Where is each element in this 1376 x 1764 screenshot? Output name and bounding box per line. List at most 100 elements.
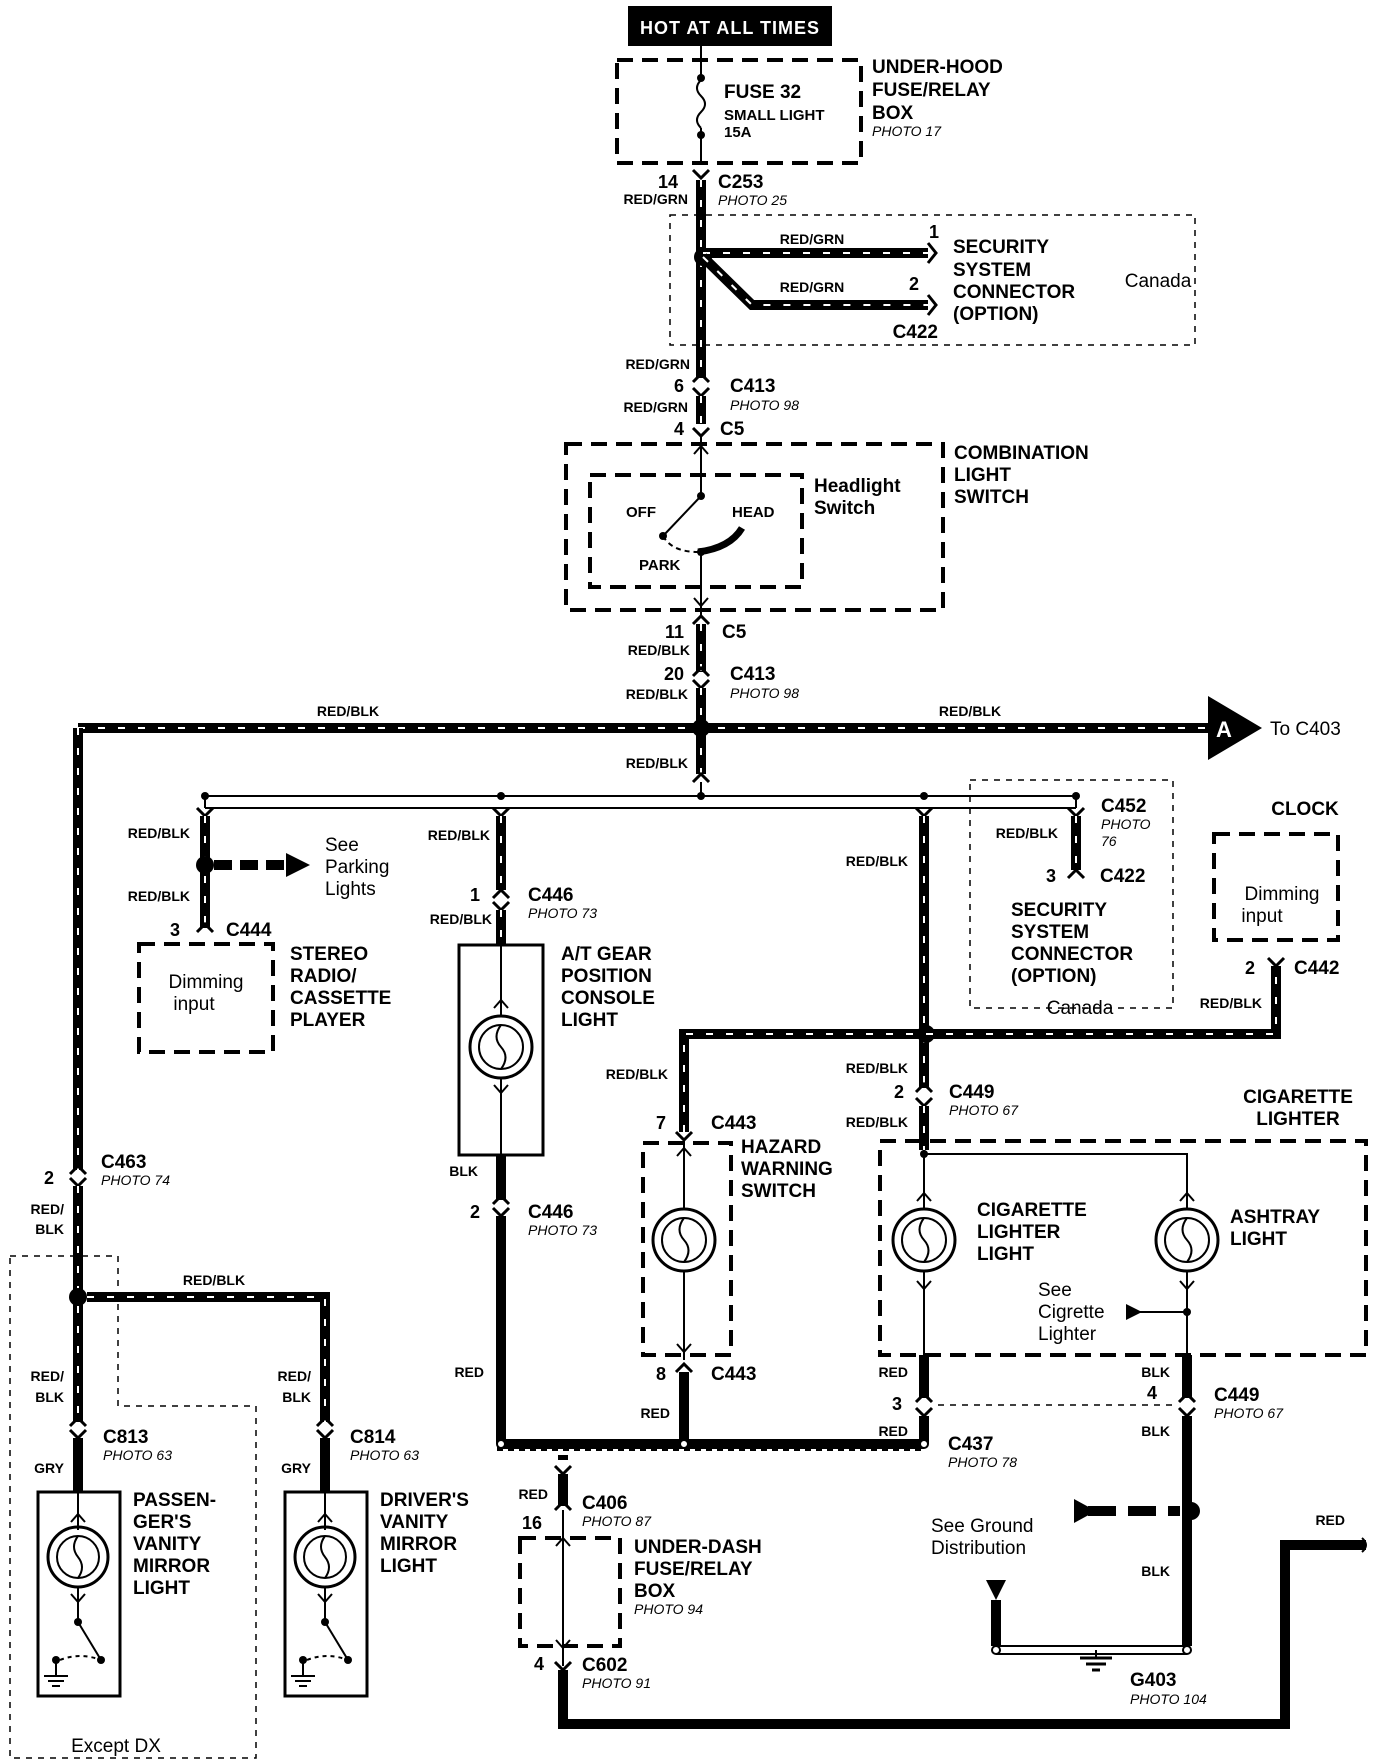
dist-node-2 — [497, 792, 505, 800]
c406-icon-bottom — [553, 1499, 573, 1512]
c446-bottom-icon-2 — [491, 1206, 511, 1219]
hazard-box — [641, 1141, 733, 1357]
at-lamp-arrow-bottom — [493, 1084, 509, 1095]
switch-arrow-up — [693, 444, 709, 455]
cig-arrow-top — [916, 1191, 932, 1202]
red-bus-node-3 — [919, 1439, 929, 1449]
switch-head-label: HEAD — [732, 504, 775, 521]
wire-red-end — [1361, 1537, 1367, 1553]
ground-wire: BLK — [1141, 1563, 1170, 1579]
c5a-icon — [691, 426, 711, 439]
fuse-box-title-1: UNDER-HOOD — [872, 57, 1003, 78]
c449a-pin: 2 — [894, 1082, 904, 1102]
c446-name-bottom: C446 — [528, 1202, 573, 1223]
security-top-region-label: Canada — [1125, 271, 1192, 292]
c602-pin: 4 — [534, 1654, 544, 1674]
stereo-see1: See — [325, 835, 359, 856]
c442-wire: RED/BLK — [1200, 995, 1262, 1011]
c449b-name: C449 — [1214, 1385, 1259, 1406]
switch-head-contact — [697, 526, 746, 556]
to-c403: To C403 — [1270, 719, 1341, 740]
c413a-icon-top — [691, 371, 711, 384]
c413b-pin: 20 — [664, 664, 684, 684]
c463-icon-top — [68, 1163, 88, 1176]
at-top-connector — [491, 806, 511, 819]
ash-arrow-bottom — [1179, 1280, 1195, 1291]
drv-t2: VANITY — [380, 1512, 449, 1533]
dist-node-3 — [697, 792, 705, 800]
drv-switch-arm — [324, 1621, 349, 1661]
bus-wire-right: RED/BLK — [939, 703, 1001, 719]
dist-node-4 — [920, 792, 928, 800]
c446-pin-top: 1 — [470, 885, 480, 905]
underdash-photo: PHOTO 94 — [634, 1601, 703, 1617]
at-t2: POSITION — [561, 966, 652, 987]
security-mid-region-label: Canada — [1047, 998, 1114, 1019]
security-pin2: 2 — [909, 274, 919, 294]
stereo-t1: STEREO — [290, 944, 368, 965]
stereo-top-connector — [195, 806, 215, 819]
c449a-icon-top — [914, 1081, 934, 1094]
ash-wire-blk: BLK — [1141, 1364, 1170, 1380]
stereo-t2: RADIO/ — [290, 966, 357, 987]
c253-name: C253 — [718, 172, 763, 193]
junction-bus — [692, 719, 710, 737]
security-top-t4: (OPTION) — [953, 304, 1039, 325]
at-lamp-arrow-top — [493, 998, 509, 1009]
c443-name-top: C443 — [711, 1113, 756, 1134]
cig-feed-wire: RED/BLK — [846, 853, 908, 869]
security-wire2: RED/GRN — [780, 279, 845, 295]
c406-name: C406 — [582, 1493, 627, 1514]
fuse-icon — [696, 79, 706, 129]
junction-stereo — [196, 856, 214, 874]
fuse-box-title-2: FUSE/RELAY — [872, 80, 991, 101]
c443-pin-bottom: 8 — [656, 1364, 666, 1384]
c413b-wire: RED/BLK — [626, 686, 688, 702]
c446-top-icon-2 — [491, 900, 511, 913]
see-ground-arrow-icon — [1074, 1499, 1096, 1523]
c437-icon-bottom — [914, 1406, 934, 1419]
c442-name: C442 — [1294, 958, 1339, 979]
security-top-conn: C422 — [893, 322, 938, 343]
security-top-t2: SYSTEM — [953, 260, 1031, 281]
stereo-t3: CASSETTE — [290, 988, 391, 1009]
underdash-arrow-top — [555, 1536, 571, 1547]
c5b-name: C5 — [722, 622, 747, 643]
c413a-wire-top: RED/GRN — [625, 356, 690, 372]
drv-arrow-top — [317, 1512, 333, 1523]
except-dx-label: Except DX — [71, 1736, 161, 1757]
c813-icon-top — [68, 1415, 88, 1428]
c449b-icon-bottom — [1177, 1406, 1197, 1419]
stereo-wire-top: RED/BLK — [128, 825, 190, 841]
cig-see2: Cigrette — [1038, 1302, 1105, 1323]
c814-icon-top — [315, 1415, 335, 1428]
pass-t1: PASSEN- — [133, 1490, 216, 1511]
ground-name: G403 — [1130, 1670, 1176, 1691]
ground-connector-icon — [986, 1580, 1006, 1600]
at-t4: LIGHT — [561, 1010, 618, 1031]
bus-wire-left: RED/BLK — [317, 703, 379, 719]
drv-wire-b: BLK — [282, 1389, 311, 1405]
ground-see1: See Ground — [931, 1516, 1033, 1537]
underdash-box — [518, 1536, 622, 1648]
drv-switch-dash — [306, 1655, 349, 1661]
c463-icon-bottom — [68, 1176, 88, 1189]
junction-mirrors — [69, 1288, 87, 1306]
ashtray-bulb-filament — [1181, 1217, 1193, 1263]
c413a-icon-bottom — [691, 386, 711, 399]
drv-wire-a: RED/ — [278, 1368, 312, 1384]
see-parking-arrow-icon — [286, 853, 310, 877]
security-mid-wire: RED/BLK — [996, 825, 1058, 841]
c406-pin: 16 — [522, 1513, 542, 1533]
c413b-icon-top — [691, 665, 711, 678]
hazard-t2: WARNING — [741, 1159, 833, 1180]
cig-l3: LIGHT — [977, 1244, 1034, 1265]
cig-wire-red: RED — [878, 1364, 908, 1380]
c413b-name: C413 — [730, 664, 775, 685]
combo-t3: SWITCH — [954, 487, 1029, 508]
c814-name: C814 — [350, 1427, 396, 1448]
c437-pin: 3 — [892, 1394, 902, 1414]
ground-photo: PHOTO 104 — [1130, 1691, 1207, 1707]
c5b-wire: RED/BLK — [628, 642, 690, 658]
